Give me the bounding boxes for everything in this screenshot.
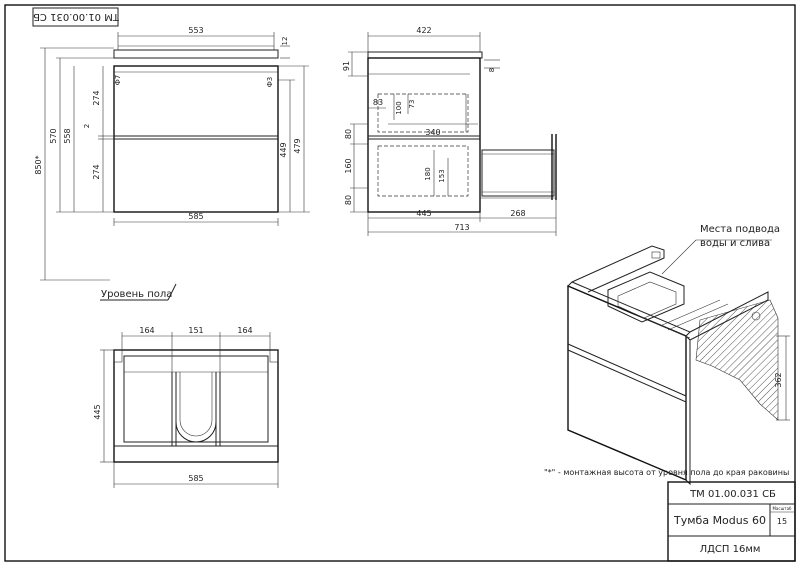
dim-713: 713: [454, 223, 469, 232]
title-block-material: ЛДСП 16мм: [700, 544, 761, 555]
dim-850: 850*: [34, 155, 43, 174]
footnote: "*" - монтажная высота от уровня пола до…: [544, 468, 789, 477]
dim-362: 362: [774, 372, 783, 387]
title-block: TM 01.00.031 СБ Тумба Modus 60 Масштаб 1…: [667, 481, 796, 562]
title-block-scale-value: 15: [777, 517, 787, 526]
dim-80-lower: 80: [344, 195, 353, 205]
dim-2: 2: [83, 124, 91, 128]
dim-274-upper: 274: [92, 90, 101, 105]
title-block-name: Тумба Modus 60: [673, 514, 766, 527]
dim-8: 8: [488, 68, 496, 72]
iso-view: Места подвода воды и слива 362: [567, 224, 790, 486]
dim-100: 100: [395, 101, 403, 114]
floor-level-label: Уровень пола: [101, 289, 172, 300]
dim-80-upper: 80: [344, 129, 353, 139]
dim-274-lower: 274: [92, 164, 101, 179]
dim-445-side: 445: [416, 209, 431, 218]
corner-stamp: TM 01.00.031 СБ: [32, 7, 120, 27]
dim-180: 180: [424, 167, 432, 180]
dim-73: 73: [408, 100, 416, 109]
sheet-border: [4, 4, 796, 562]
dim-570: 570: [49, 128, 58, 143]
dim-268: 268: [510, 209, 525, 218]
mark-f7: Ф7: [114, 75, 122, 85]
dim-151: 151: [188, 326, 203, 335]
dim-445-plan: 445: [93, 404, 102, 419]
dim-164-right: 164: [237, 326, 252, 335]
dim-422: 422: [416, 26, 431, 35]
dim-160: 160: [344, 158, 353, 173]
mark-f3: Ф3: [266, 77, 274, 87]
dim-340: 340: [425, 128, 440, 137]
callout-line-1: Места подвода: [700, 224, 780, 235]
dim-585-plan: 585: [188, 474, 203, 483]
dim-91: 91: [342, 61, 351, 71]
floor-level: Уровень пола: [100, 283, 177, 301]
title-block-code: TM 01.00.031 СБ: [689, 489, 776, 500]
front-view: 553 12 850* 570 558 274 2 274 Ф7 Ф3 449: [34, 26, 310, 281]
dim-164-left: 164: [139, 326, 154, 335]
dim-585-front: 585: [188, 212, 203, 221]
dim-83: 83: [373, 98, 383, 107]
side-view: 422 91 8 83 100 73 340 80 160 80 180: [342, 26, 557, 236]
dim-479: 479: [293, 138, 302, 153]
plan-view: 164 151 164 445 585: [93, 326, 279, 488]
dim-12: 12: [281, 37, 289, 46]
callout-line-2: воды и слива: [700, 238, 770, 249]
dim-449: 449: [279, 142, 288, 157]
dim-153: 153: [438, 169, 446, 182]
dim-553: 553: [188, 26, 203, 35]
dim-558: 558: [63, 128, 72, 143]
corner-stamp-code: TM 01.00.031 СБ: [33, 11, 120, 22]
title-block-scale-label: Масштаб: [772, 506, 792, 511]
